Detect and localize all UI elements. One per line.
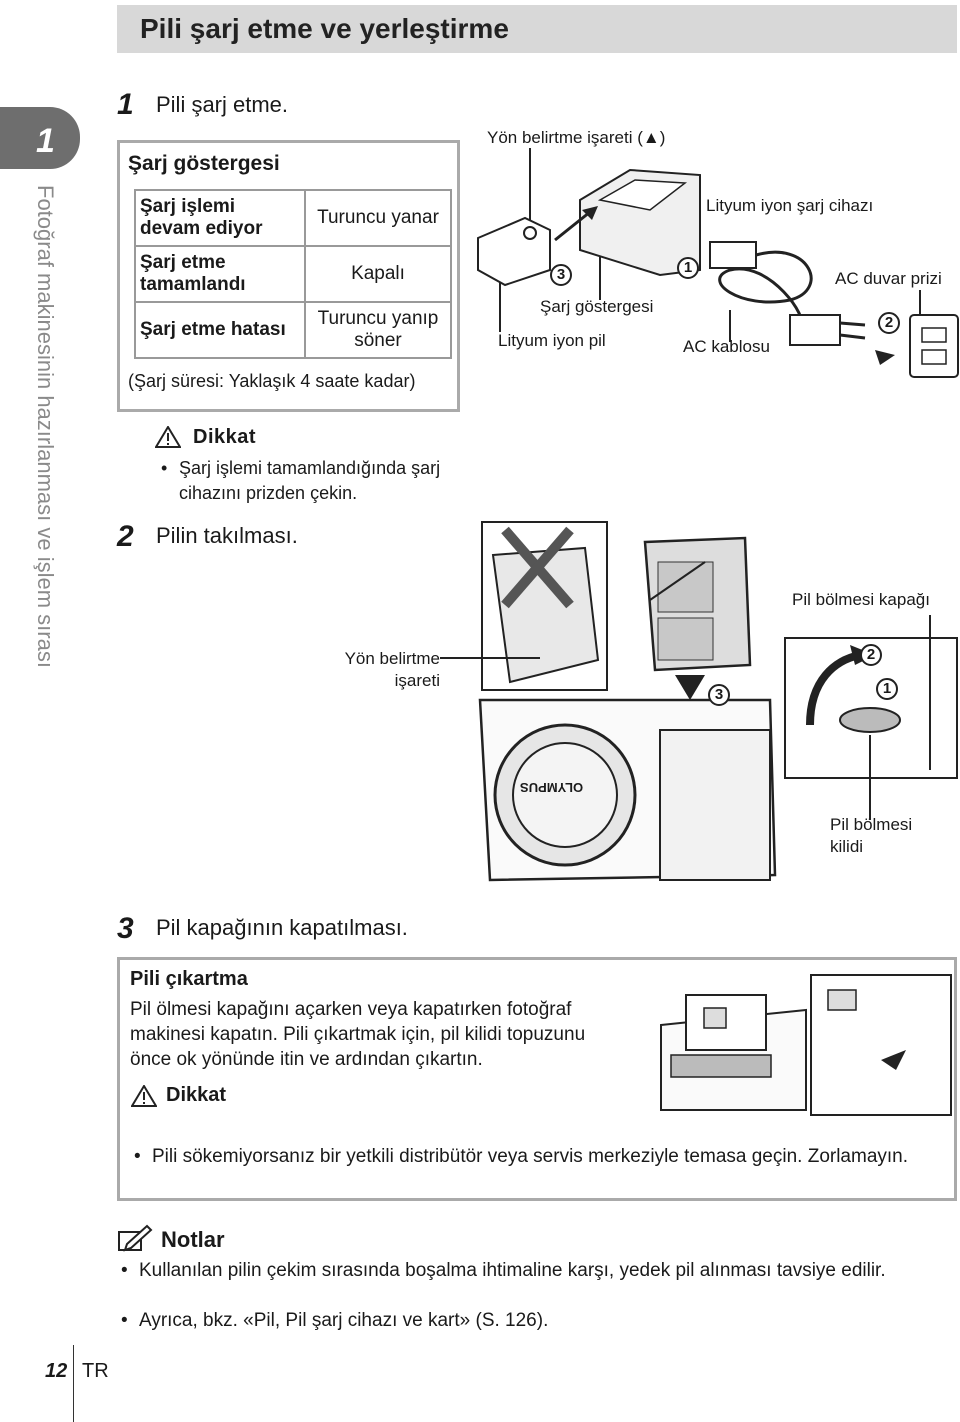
chapter-tab [0,107,80,169]
label-charge-indicator: Şarj göstergesi [540,297,654,316]
pencil-note-icon [118,1224,153,1252]
step-3-text: Pil kapağının kapatılması. [156,915,408,940]
label-battery: Lityum iyon pil [498,331,606,350]
step-1-text: Pili şarj etme. [156,92,289,117]
step-marker-2: 2 [860,644,882,666]
step-marker-1: 1 [677,257,699,279]
step-2-number: 2 [117,520,134,553]
charge-row-label: Şarj işlemi devam ediyor [134,189,306,247]
step-3-number: 3 [117,912,134,945]
language-code: TR [82,1360,109,1382]
caution-1: Dikkat Şarj işlemi tamamlandığında şarj … [155,426,455,503]
notes-title: Notlar [161,1227,225,1252]
charge-row-value: Turuncu yanıp söner [304,301,452,359]
charge-row-value: Kapalı [304,245,452,303]
charger-illustration [477,148,959,378]
charge-row-label: Şarj etme tamamlandı [134,245,306,303]
notes-item: Ayrıca, bkz. «Pil, Pil şarj cihazı ve ka… [117,1308,957,1333]
chapter-side-title-text: Fotoğraf makinesinin hazırlanması ve işl… [33,185,58,668]
label-compartment-cover: Pil bölmesi kapağı [792,590,930,609]
warning-icon [155,426,181,448]
label-charger: Lityum iyon şarj cihazı [706,196,874,215]
step-marker-3: 3 [708,684,730,706]
caution-1-text: Şarj işlemi tamamlandığında şarj cihazın… [157,456,457,506]
footer-divider [73,1345,74,1422]
page-title: Pili şarj etme ve yerleştirme [140,13,509,44]
step-1-number: 1 [117,88,134,121]
charge-indicator-table: Şarj işlemi devam ediyor Turuncu yanar Ş… [134,189,452,359]
label-insert-direction-mark: Yön belirtme işareti [344,649,440,690]
charge-time-note: (Şarj süresi: Yaklaşık 4 saate kadar) [128,371,416,391]
chapter-number: 1 [36,122,55,160]
table-row: Şarj etme tamamlandı Kapalı [134,245,452,303]
step-marker-1: 1 [876,678,898,700]
charger-diagram: Yön belirtme işareti (▲) Lityum iyon şar… [470,120,960,390]
notes-item: Kullanılan pilin çekim sırasında boşalma… [117,1258,957,1283]
battery-insertion-diagram: Yön belirtme işareti Pil bölmesi kapağı … [330,520,960,910]
label-compartment-lock: Pil bölmesi kilidi [830,815,913,856]
chapter-side-title: Fotoğraf makinesinin hazırlanması ve işl… [30,185,60,805]
warning-icon [131,1085,157,1107]
step-marker-2: 2 [878,312,900,334]
camera-illustration [440,521,958,882]
label-ac-cable: AC kablosu [683,337,770,356]
removal-caution-title: Dikkat [166,1084,227,1106]
caution-1-title: Dikkat [193,426,257,448]
charge-indicator-box: Şarj göstergesi Şarj işlemi devam ediyor… [117,140,460,412]
notes-section: Notlar Kullanılan pilin çekim sırasında … [117,1222,957,1333]
charge-row-label: Şarj etme hatası [134,301,306,359]
step-2-text: Pilin takılması. [156,523,298,548]
removal-text: Pil ölmesi kapağını açarken veya kapatır… [130,999,586,1070]
table-row: Şarj etme hatası Turuncu yanıp söner [134,301,452,359]
label-direction-mark: Yön belirtme işareti (▲) [487,128,666,147]
charge-row-value: Turuncu yanar [304,189,452,247]
page-number: 12 [45,1360,68,1382]
brand-logo-text: OLYMPUS [520,780,584,795]
removal-illustration [660,974,952,1116]
label-wall-outlet: AC duvar prizi [835,269,942,288]
charge-indicator-title: Şarj göstergesi [128,152,280,175]
battery-removal-box: Pili çıkartma Pil ölmesi kapağını açarke… [117,957,957,1201]
title-bar [117,5,957,53]
step-marker-3: 3 [550,264,572,286]
removal-caution-text: Pili sökemiyorsanız bir yetkili distribü… [130,1144,940,1169]
table-row: Şarj işlemi devam ediyor Turuncu yanar [134,189,452,247]
removal-title: Pili çıkartma [130,968,248,990]
